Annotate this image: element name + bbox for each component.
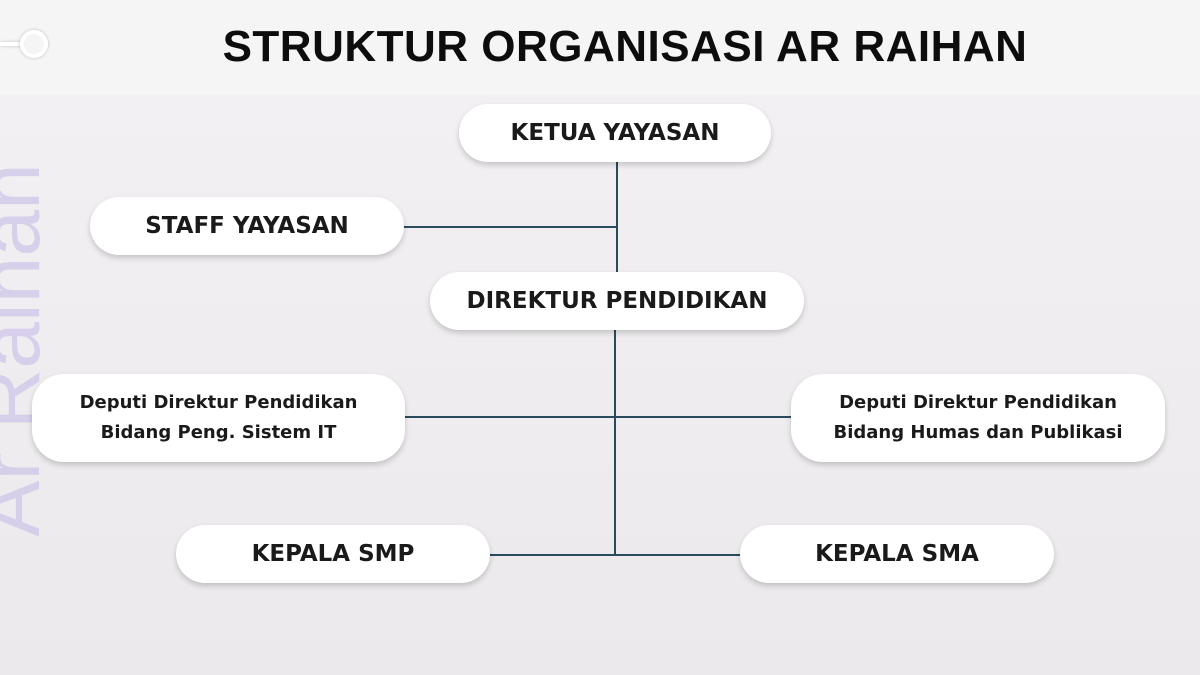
node-ketua-yayasan-label: KETUA YAYASAN [510, 120, 720, 146]
node-deputi-humas: Deputi Direktur Pendidikan Bidang Humas … [791, 374, 1165, 462]
node-kepala-smp: KEPALA SMP [176, 525, 490, 583]
node-kepala-smp-label: KEPALA SMP [251, 541, 415, 567]
node-deputi-humas-line2: Bidang Humas dan Publikasi [833, 422, 1123, 443]
header-band [0, 0, 1200, 95]
node-direktur-pendidikan: DIREKTUR PENDIDIKAN [430, 272, 804, 330]
pin-line-decoration [0, 42, 22, 46]
node-staff-yayasan-label: STAFF YAYASAN [145, 213, 349, 239]
node-direktur-pendidikan-label: DIREKTUR PENDIDIKAN [466, 288, 768, 314]
node-staff-yayasan: STAFF YAYASAN [90, 197, 404, 255]
ring-pin-icon [20, 30, 48, 58]
node-kepala-sma-label: KEPALA SMA [815, 541, 979, 567]
node-deputi-it-line1: Deputi Direktur Pendidikan [79, 392, 358, 413]
node-deputi-it: Deputi Direktur Pendidikan Bidang Peng. … [32, 374, 405, 462]
node-deputi-it-line2: Bidang Peng. Sistem IT [100, 422, 337, 443]
node-ketua-yayasan: KETUA YAYASAN [459, 104, 771, 162]
node-deputi-humas-line1: Deputi Direktur Pendidikan [839, 392, 1117, 413]
page-title: STRUKTUR ORGANISASI AR RAIHAN [222, 22, 1028, 71]
node-kepala-sma: KEPALA SMA [740, 525, 1054, 583]
